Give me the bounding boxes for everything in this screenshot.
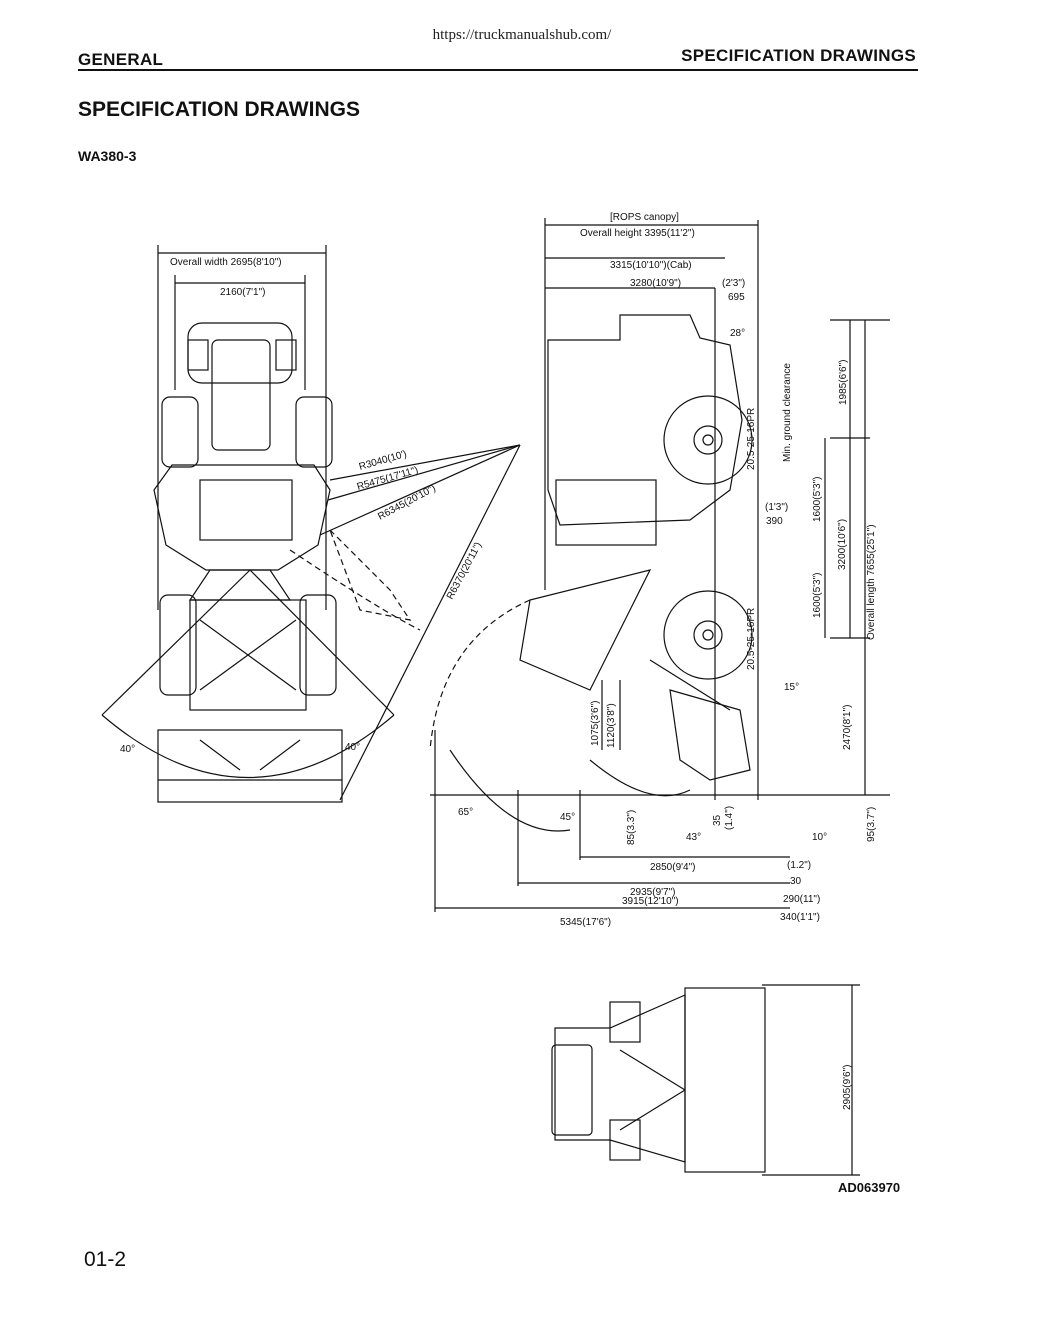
bucket-width-label: 2905(9'6")	[842, 1065, 853, 1111]
figure-id: AD063970	[838, 1180, 901, 1195]
page-title: SPECIFICATION DRAWINGS	[78, 98, 360, 121]
articulation-left-label: 40°	[120, 744, 135, 755]
dim-695-ft-label: (2'3")	[722, 278, 745, 289]
dim-2470-label: 2470(8'1")	[842, 705, 853, 751]
page-number: 01-2	[84, 1248, 127, 1271]
ground-clearance-label: Min. ground clearance	[782, 363, 793, 462]
dim-1985-label: 1985(6'6")	[838, 360, 849, 406]
angle-15-label: 15°	[784, 682, 799, 693]
section-header: GENERAL	[78, 50, 164, 69]
angle-43-label: 43°	[686, 832, 701, 843]
source-url: https://truckmanualshub.com/	[432, 27, 612, 43]
dim-5345-label: 5345(17'6")	[560, 917, 611, 928]
model-label: WA380-3	[78, 148, 137, 164]
angle-28-label: 28°	[730, 328, 745, 339]
angle-10-label: 10°	[812, 832, 827, 843]
specification-drawing: Overall width 2695(8'10") 2160(7'1") R30…	[101, 212, 890, 1176]
dim-1600-front-label: 1600(5'3")	[812, 573, 823, 619]
chapter-header: SPECIFICATION DRAWINGS	[681, 46, 916, 65]
dim-30-in-label: (1.2")	[787, 860, 811, 871]
dim-340-label: 340(1'1")	[780, 912, 820, 923]
dim-30-label: 30	[790, 876, 802, 887]
front-view	[551, 984, 860, 1176]
dim-35-label: 35	[712, 814, 723, 826]
dim-2850-label: 2850(9'4")	[650, 862, 696, 873]
wheelbase-label: 3200(10'6")	[837, 519, 848, 570]
tire-front-label: 20.5-25-16PR	[746, 608, 757, 670]
height-rops-label: Overall height 3395(11'2")	[580, 228, 695, 239]
dim-85-label: 85(3.3")	[626, 810, 637, 845]
angle-45-label: 45°	[560, 812, 575, 823]
dim-1120-label: 1120(3'8")	[606, 703, 617, 748]
height-cab-label: 3315(10'10")(Cab)	[610, 260, 692, 271]
radius-4-label: R6370(20'11")	[445, 541, 484, 602]
dim-1075-label: 1075(3'6")	[590, 701, 601, 747]
header-rule	[78, 69, 918, 71]
dim-1600-rear-label: 1600(5'3")	[812, 477, 823, 523]
tire-rear-label: 20.5-25-16PR	[746, 408, 757, 470]
overall-length-label: Overall length 7655(25'1")	[866, 524, 877, 640]
dim-95-label: 95(3.7")	[866, 807, 877, 842]
dim-390-ft-label: (1'3")	[765, 502, 788, 513]
radius-3-label: R6345(20'10")	[376, 483, 438, 523]
dim-290-label: 290(11")	[783, 894, 820, 905]
rops-canopy-label: [ROPS canopy]	[610, 212, 679, 223]
tread-label: 2160(7'1")	[220, 287, 266, 298]
side-view	[429, 218, 890, 912]
top-view	[101, 245, 521, 803]
dim-390-label: 390	[766, 516, 783, 527]
height-3280-label: 3280(10'9")	[630, 278, 681, 289]
dim-2935-label: 2935(9'7")	[630, 887, 676, 898]
dim-695-label: 695	[728, 292, 745, 303]
angle-65-label: 65°	[458, 807, 473, 818]
dim-3915-label: 3915(12'10")	[622, 896, 679, 907]
articulation-right-label: 40°	[345, 742, 360, 753]
dim-35-in-label: (1.4")	[724, 806, 735, 830]
overall-width-label: Overall width 2695(8'10")	[170, 257, 282, 268]
